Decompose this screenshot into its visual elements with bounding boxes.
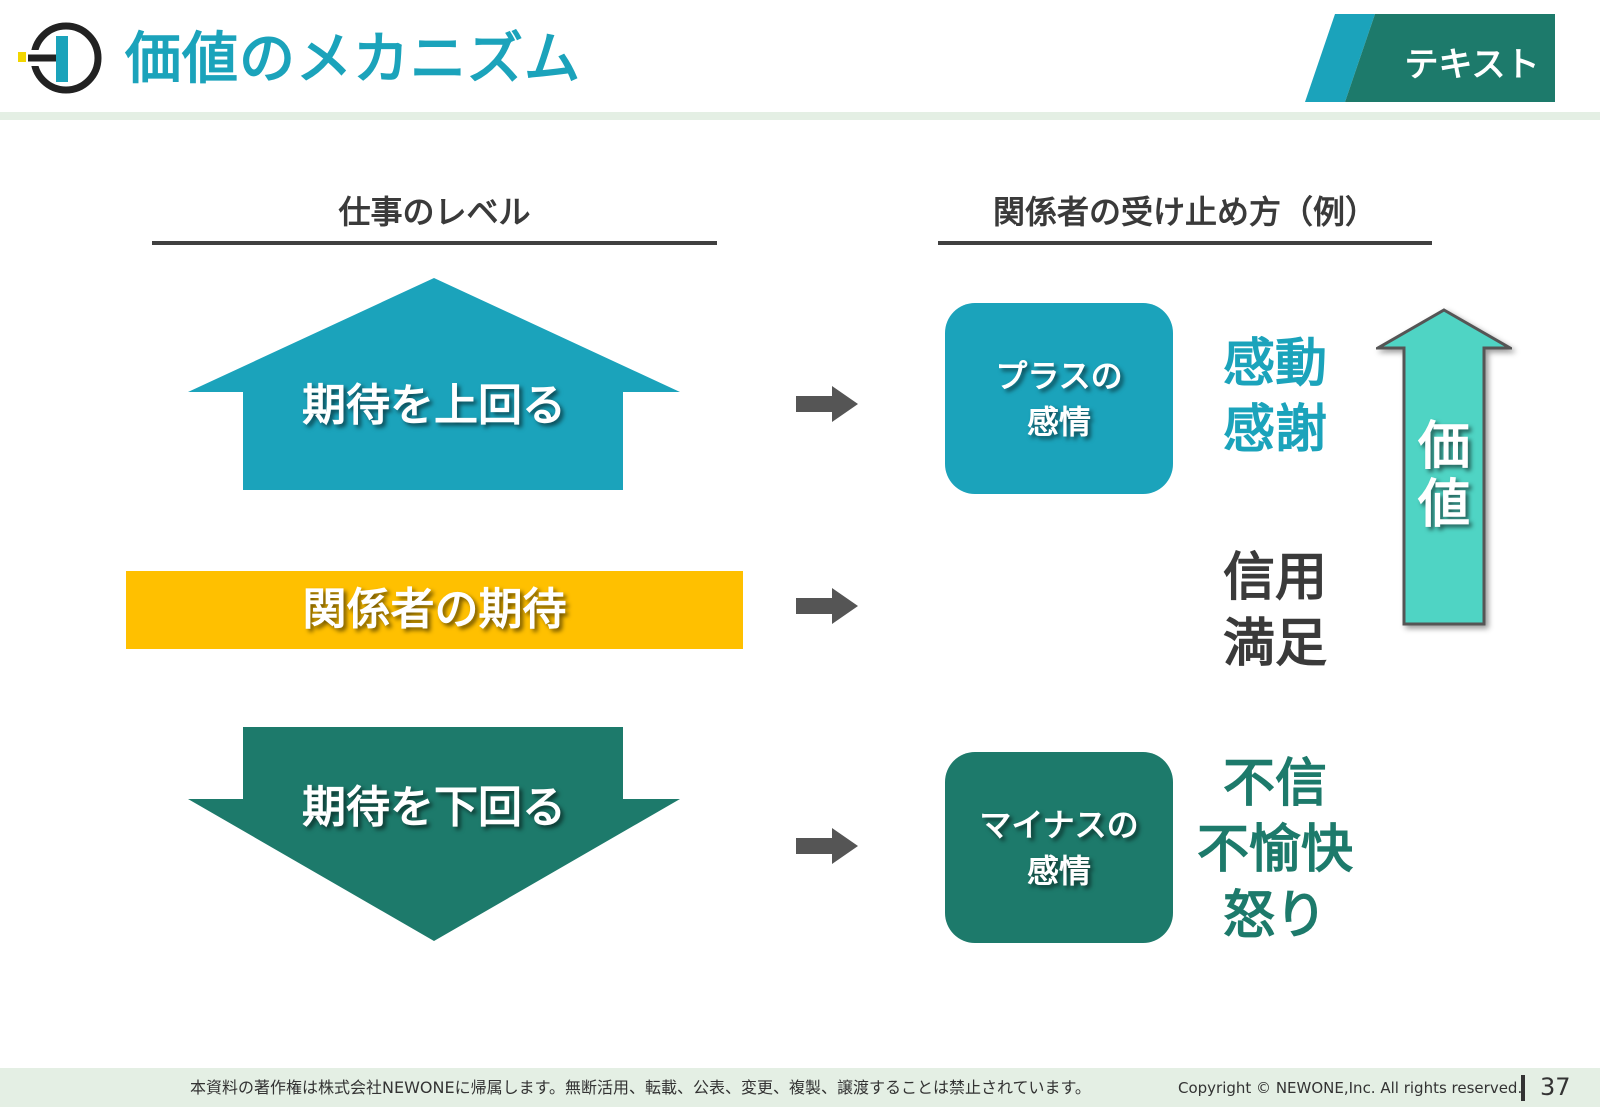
stakeholder-expectation-label: 関係者の期待 bbox=[302, 584, 567, 635]
left-heading-underline bbox=[152, 241, 717, 245]
tag-banner bbox=[1305, 14, 1555, 102]
minus-emotion-box: マイナスの 感情 bbox=[945, 752, 1173, 943]
word-fuyukai: 不愉快 bbox=[1196, 820, 1353, 880]
right-arrow-icon bbox=[796, 588, 858, 624]
exceed-expectations-label: 期待を上回る bbox=[302, 380, 566, 431]
page-title: 価値のメカニズム bbox=[125, 27, 581, 92]
word-kando: 感動 bbox=[1222, 334, 1327, 394]
page-number-divider bbox=[1521, 1075, 1525, 1101]
plus-emotion-line2: 感情 bbox=[1026, 402, 1091, 441]
footer-bar bbox=[0, 1068, 1600, 1107]
minus-emotion-line1: マイナスの bbox=[979, 805, 1139, 844]
brand-logo bbox=[18, 22, 102, 94]
word-ikari: 怒り bbox=[1222, 886, 1327, 946]
logo-bar bbox=[56, 36, 68, 82]
value-up-arrow bbox=[1376, 308, 1512, 626]
minus-emotion-line2: 感情 bbox=[1026, 851, 1091, 890]
word-kansha: 感謝 bbox=[1222, 400, 1327, 460]
copyright-text: Copyright © NEWONE,Inc. All rights reser… bbox=[1178, 1079, 1523, 1097]
plus-emotion-line1: プラスの bbox=[995, 356, 1123, 395]
header-divider bbox=[0, 112, 1600, 120]
word-fushin: 不信 bbox=[1222, 754, 1327, 814]
right-arrow-icon bbox=[796, 828, 858, 864]
expectation-bar bbox=[126, 571, 743, 649]
value-label-char1: 価 bbox=[1417, 417, 1470, 477]
page-number: 37 bbox=[1540, 1073, 1571, 1101]
right-arrow-icon bbox=[796, 386, 858, 422]
tag-label: テキスト bbox=[1404, 45, 1540, 85]
plus-emotion-box: プラスの 感情 bbox=[945, 303, 1173, 494]
word-manzoku: 満足 bbox=[1222, 614, 1327, 674]
logo-accent-square bbox=[18, 52, 27, 62]
right-column-heading: 関係者の受け止め方（例） bbox=[992, 193, 1377, 231]
value-label-char2: 値 bbox=[1417, 475, 1470, 535]
exceed-arrow-shape bbox=[188, 278, 680, 490]
right-heading-underline bbox=[938, 241, 1432, 245]
word-shinyo: 信用 bbox=[1222, 548, 1327, 608]
left-column-heading: 仕事のレベル bbox=[338, 193, 531, 231]
below-arrow-shape bbox=[188, 727, 680, 941]
below-expectations-label: 期待を下回る bbox=[302, 782, 566, 833]
copyright-notice: 本資料の著作権は株式会社NEWONEに帰属します。無断活用、転載、公表、変更、複… bbox=[190, 1078, 1091, 1097]
